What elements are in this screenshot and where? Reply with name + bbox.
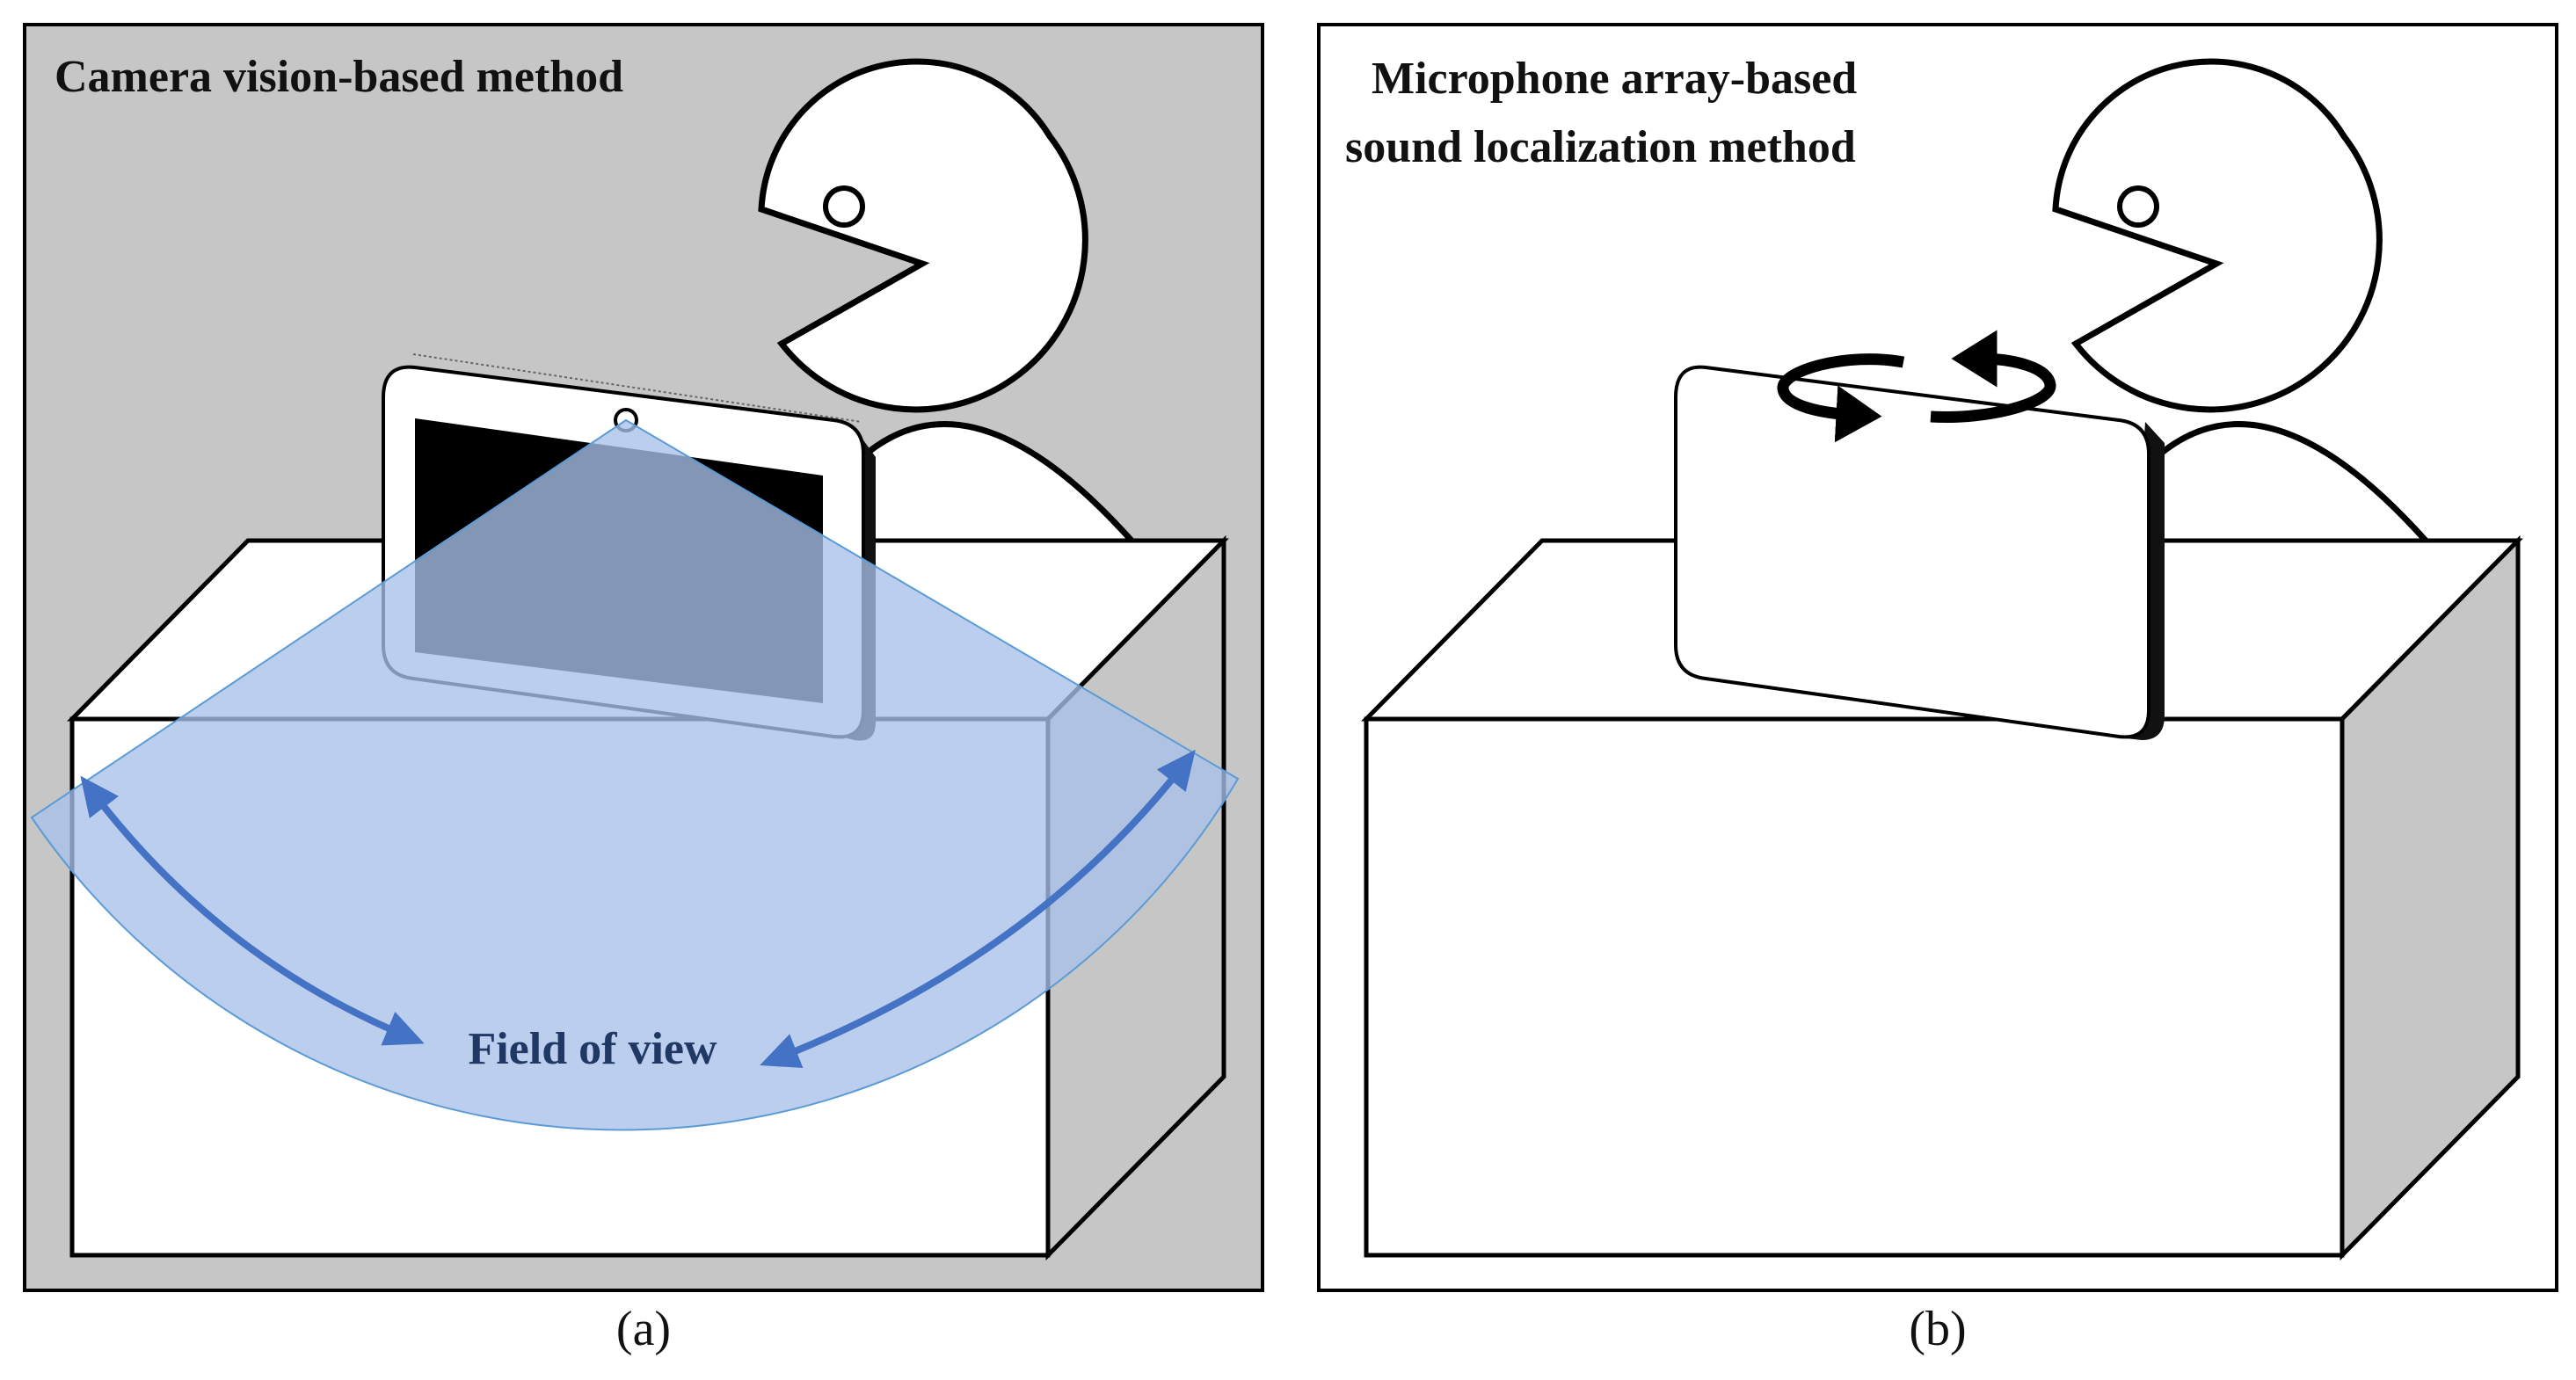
person-head bbox=[758, 58, 1088, 413]
fov-arrow-right bbox=[760, 749, 1196, 1069]
panel-a: Camera vision-based method Field of v bbox=[23, 23, 1264, 1292]
rotation-arrow-front bbox=[1930, 330, 2056, 424]
tablet-back bbox=[1674, 365, 2165, 740]
tablet-top-edge bbox=[412, 353, 862, 423]
rotation-arrow-back bbox=[1777, 353, 1905, 443]
person-a bbox=[758, 58, 1134, 543]
panel-b: Microphone array-based sound localizatio… bbox=[1317, 23, 2558, 1292]
tablet-back-body bbox=[1674, 365, 2150, 739]
panel-b-caption: (b) bbox=[1909, 1302, 1966, 1356]
fov-arrow-left bbox=[80, 775, 425, 1046]
panel-b-title-line-1: Microphone array-based bbox=[1372, 54, 1857, 104]
panel-a-caption: (a) bbox=[616, 1302, 671, 1356]
field-of-view-label: Field of view bbox=[468, 1024, 717, 1074]
panel-a-title: Camera vision-based method bbox=[55, 52, 623, 102]
rotation-arrows-icon bbox=[1777, 330, 2056, 443]
person-eye bbox=[823, 185, 865, 228]
field-of-view: Field of view bbox=[30, 418, 1240, 1131]
person-eye bbox=[2117, 185, 2159, 228]
person-b bbox=[2052, 58, 2428, 543]
person-head bbox=[2052, 58, 2383, 413]
desk-front bbox=[1364, 716, 2345, 1258]
panel-b-title-line-2: sound localization method bbox=[1345, 122, 1856, 172]
